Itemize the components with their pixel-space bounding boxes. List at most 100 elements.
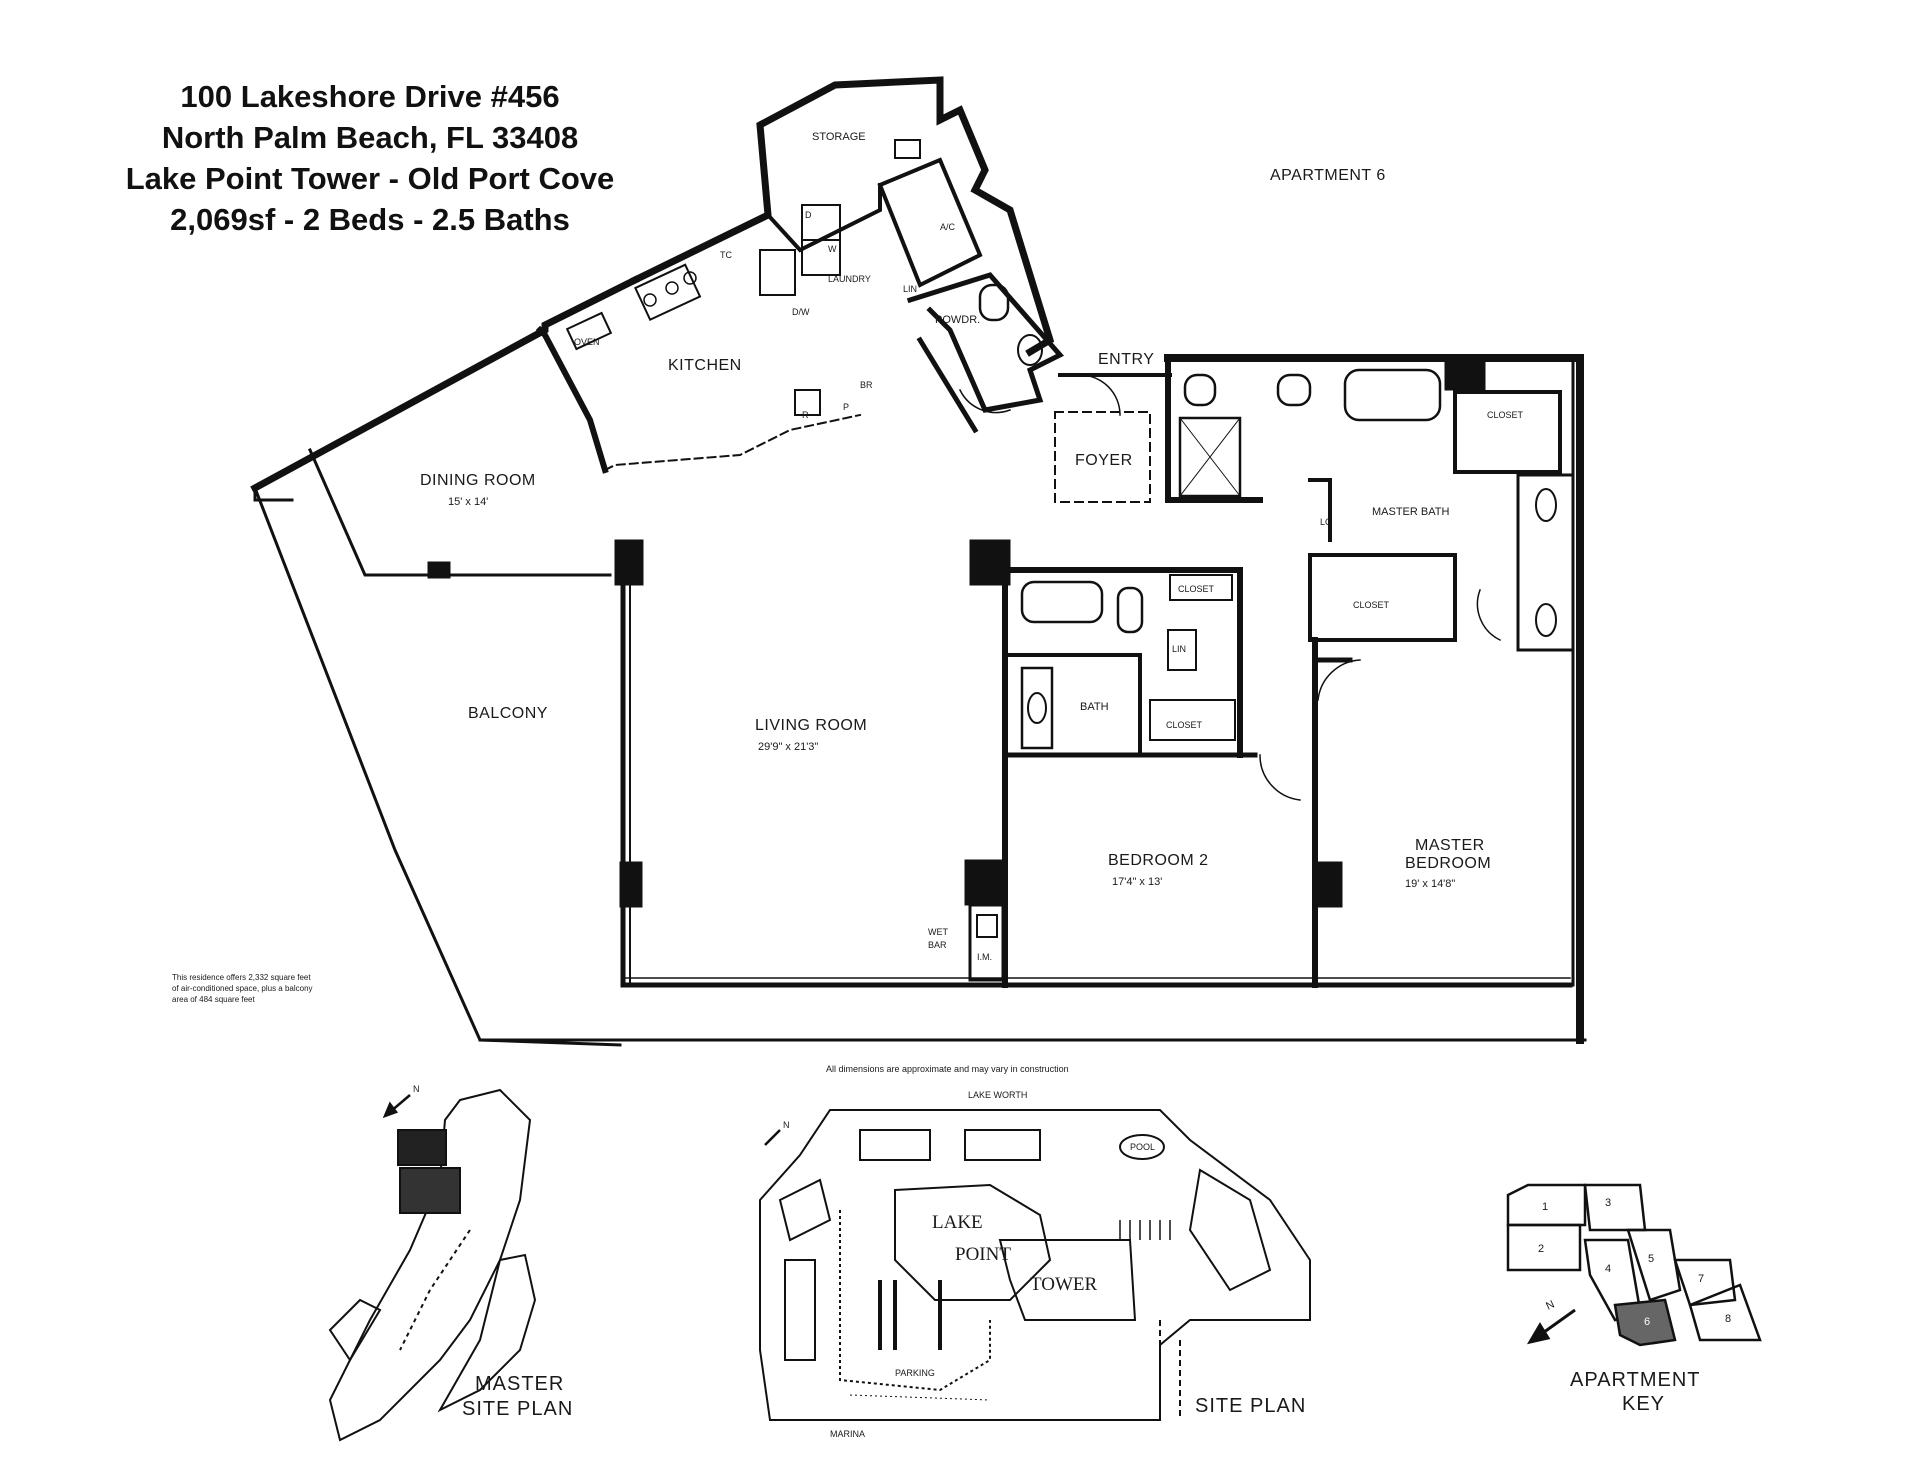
closet-label-3: CLOSET bbox=[1487, 410, 1524, 420]
oven bbox=[565, 311, 613, 351]
closet-label-1: CLOSET bbox=[1178, 584, 1215, 594]
sp-lower-ticks bbox=[849, 1394, 991, 1401]
closet-lower bbox=[1149, 699, 1236, 741]
laundry-label: LAUNDRY bbox=[828, 274, 871, 284]
mb-divider bbox=[1308, 478, 1332, 542]
burner-2 bbox=[665, 281, 679, 295]
ac-label: A/C bbox=[940, 222, 956, 232]
apartment-label: APARTMENT 6 bbox=[1270, 167, 1386, 184]
msp-island bbox=[437, 1253, 537, 1413]
bath-label: BATH bbox=[1080, 701, 1109, 713]
msp-dashes bbox=[399, 1229, 471, 1351]
note-line-1: This residence offers 2,332 square feet bbox=[172, 973, 311, 982]
sp-lake bbox=[894, 1183, 1052, 1301]
msp-detail bbox=[328, 1298, 382, 1362]
mb-closet-top bbox=[1453, 390, 1562, 474]
powder-label: POWDR. bbox=[935, 314, 980, 326]
dining-south-wall bbox=[308, 448, 612, 577]
key-unit-1 bbox=[1506, 1183, 1587, 1227]
dining-column bbox=[427, 561, 451, 579]
lc-label: LC bbox=[1320, 517, 1332, 527]
balcony-outline bbox=[253, 486, 622, 1047]
p-label: P bbox=[843, 402, 849, 412]
bath-toilet bbox=[1116, 586, 1144, 634]
key-unit-2 bbox=[1506, 1223, 1582, 1272]
listing-header: 100 Lakeshore Drive #456 North Palm Beac… bbox=[70, 76, 670, 240]
wet-bar-label-1: WET bbox=[928, 927, 948, 937]
closet-label-2: CLOSET bbox=[1166, 720, 1203, 730]
entry-label: ENTRY bbox=[1098, 351, 1154, 368]
shower bbox=[1178, 416, 1242, 498]
tower-label: TOWER bbox=[1030, 1274, 1098, 1295]
oven-label: OVEN bbox=[574, 337, 600, 347]
key-north-label: N bbox=[1544, 1298, 1556, 1312]
exterior-wall-north bbox=[250, 275, 640, 493]
bath-vanity bbox=[1020, 666, 1054, 750]
dw-label: D/W bbox=[792, 307, 810, 317]
living-column-nw bbox=[614, 539, 644, 586]
storage-shelf bbox=[894, 139, 921, 159]
marina-label: MARINA bbox=[830, 1429, 865, 1439]
lake-worth-label: LAKE WORTH bbox=[968, 1090, 1027, 1100]
key-num-8: 8 bbox=[1725, 1313, 1731, 1325]
door-swing-entry bbox=[1079, 374, 1121, 416]
br-label: BR bbox=[860, 380, 873, 390]
burner-1 bbox=[643, 293, 657, 307]
bath-tub bbox=[1020, 580, 1104, 624]
master-bath-west bbox=[1165, 355, 1263, 503]
living-dim: 29'9" x 21'3" bbox=[758, 741, 818, 753]
d-label: D bbox=[805, 210, 812, 220]
door-swing-master bbox=[1317, 659, 1361, 701]
msp-building-2 bbox=[399, 1167, 461, 1214]
sp-outline bbox=[759, 1109, 1311, 1421]
ac-room-wall bbox=[877, 157, 983, 288]
msp-north-label: N bbox=[413, 1084, 420, 1094]
key-unit-3 bbox=[1583, 1183, 1647, 1232]
r-label: R bbox=[802, 410, 809, 420]
bedroom2-dim: 17'4" x 13' bbox=[1112, 876, 1162, 888]
sp-tower bbox=[998, 1239, 1137, 1321]
foyer-label: FOYER bbox=[1075, 452, 1133, 469]
sp-north-label: N bbox=[783, 1120, 790, 1130]
wet-bar-label-2: BAR bbox=[928, 940, 947, 950]
tc-label: TC bbox=[720, 250, 732, 260]
sp-buildings-left bbox=[778, 1178, 832, 1361]
master-bath-label: MASTER BATH bbox=[1372, 506, 1449, 518]
master-bedroom-label-2: BEDROOM bbox=[1405, 855, 1491, 872]
lin-label-2: LIN bbox=[1172, 644, 1186, 654]
kitchen-label: KITCHEN bbox=[668, 357, 742, 374]
sp-parking bbox=[839, 1210, 991, 1392]
kitchen-sink bbox=[759, 249, 796, 296]
sp-parking-bars bbox=[878, 1280, 942, 1350]
apartment-key-label-1: APARTMENT bbox=[1570, 1369, 1701, 1391]
master-bedroom-dim: 19' x 14'8" bbox=[1405, 878, 1455, 890]
sp-pool bbox=[1119, 1134, 1165, 1160]
site-plan bbox=[759, 1109, 1311, 1421]
w-label: W bbox=[828, 244, 837, 254]
mb-column-1 bbox=[1444, 359, 1486, 391]
bedroom2-label: BEDROOM 2 bbox=[1108, 852, 1209, 869]
stove bbox=[634, 263, 702, 322]
sp-north-arrow bbox=[764, 1129, 781, 1146]
shower-x bbox=[1179, 417, 1241, 497]
key-unit-8 bbox=[1688, 1283, 1762, 1342]
site-plan-label: SITE PLAN bbox=[1195, 1395, 1306, 1417]
closet-small bbox=[1169, 574, 1233, 601]
master-bedroom-label-1: MASTER bbox=[1415, 837, 1485, 854]
foyer-outline bbox=[1054, 411, 1151, 503]
kitchen-wall bbox=[630, 76, 1055, 357]
mb-vanity bbox=[1516, 473, 1575, 652]
living-label: LIVING ROOM bbox=[755, 717, 867, 734]
parking-label: PARKING bbox=[895, 1368, 935, 1378]
door-swing-powder bbox=[958, 388, 1011, 414]
fridge bbox=[794, 389, 821, 416]
sp-buildings-top bbox=[859, 1129, 1041, 1161]
note-line-2: of air-conditioned space, plus a balcony bbox=[172, 984, 313, 993]
key-unit-6 bbox=[1613, 1298, 1677, 1347]
key-num-5: 5 bbox=[1648, 1253, 1654, 1265]
burner-3 bbox=[683, 271, 697, 285]
master-site-plan bbox=[328, 1088, 537, 1442]
wet-bar bbox=[968, 903, 1005, 982]
sp-road bbox=[1159, 1320, 1181, 1420]
dining-dim: 15' x 14' bbox=[448, 496, 488, 508]
